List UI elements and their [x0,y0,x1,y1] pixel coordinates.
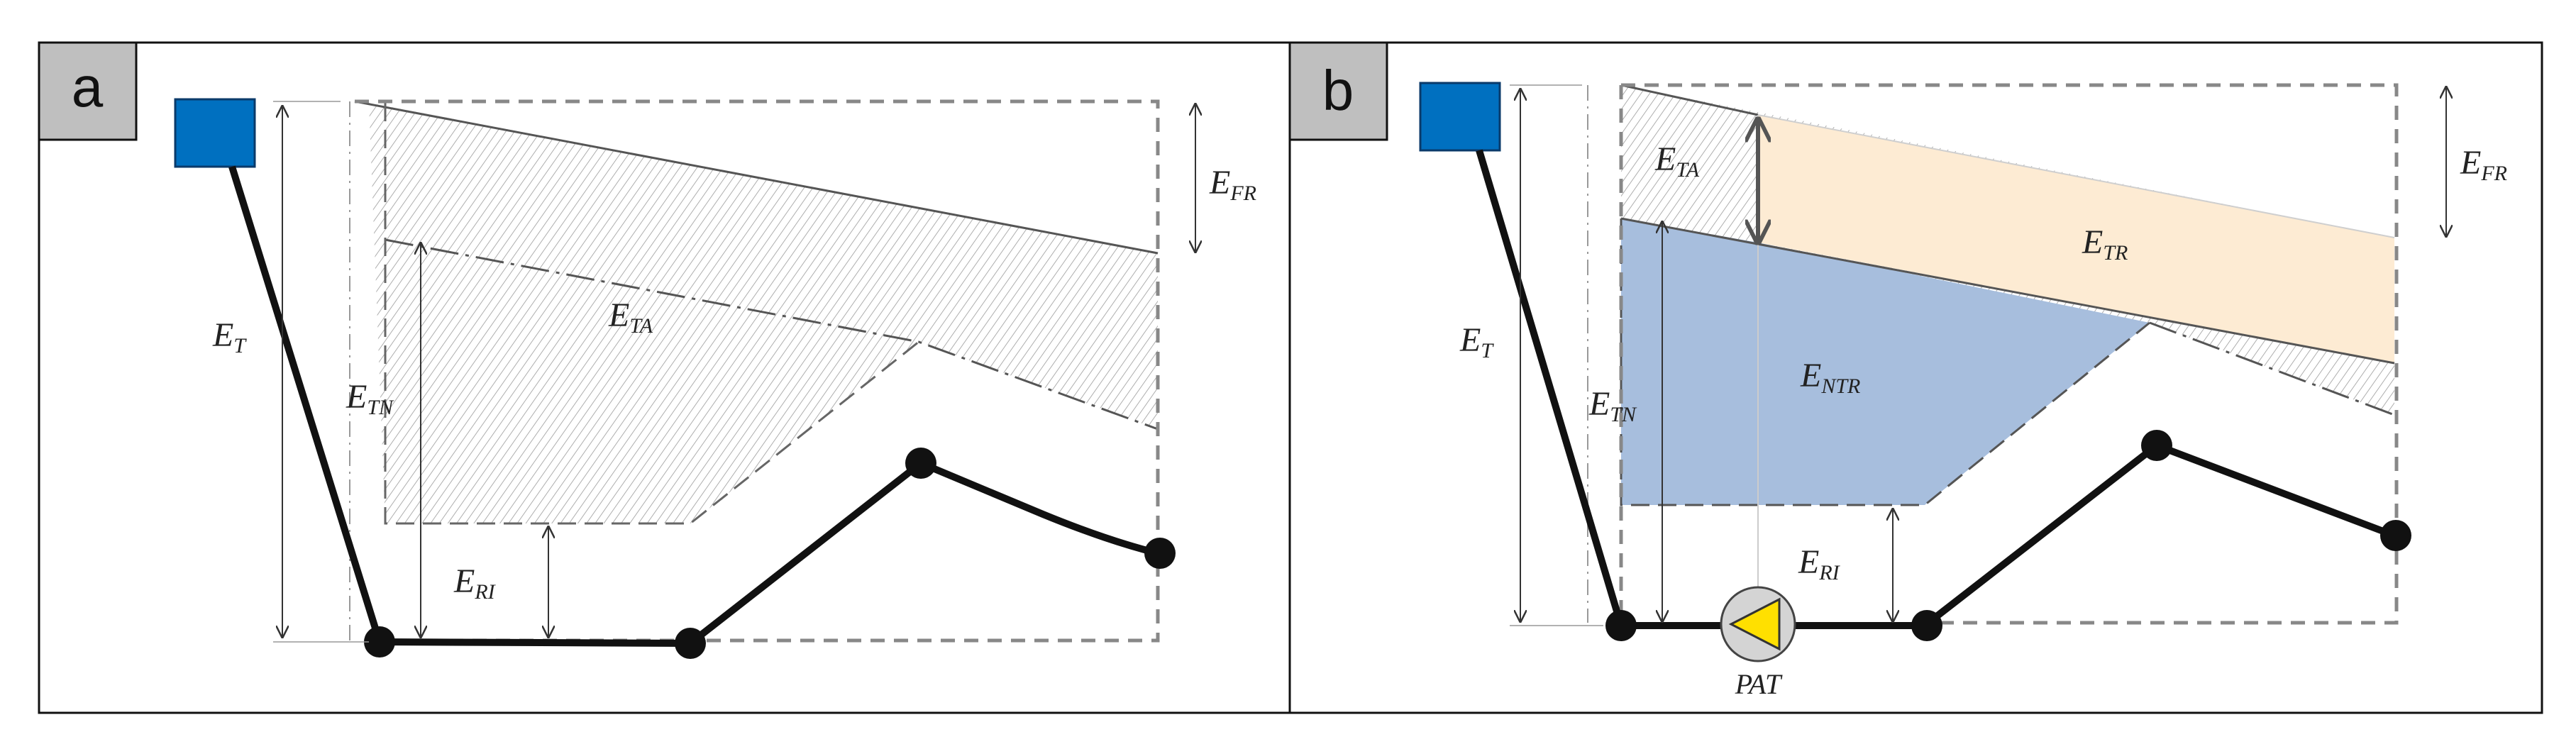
panel-b: b ET ETN ETA EFR ERI ETR ENTR PAT [1288,41,2543,714]
panel-a-pipe-profile-end [919,460,1159,557]
panel-b-label-eta: ETA [1654,140,1700,182]
panel-b-min-level-boundary [1620,218,2150,506]
panel-a-min-level-boundary [384,103,919,525]
panel-b-entr-area [1621,218,2150,505]
panel-a-node-4 [1144,538,1176,569]
panel-a-label-etn: ETN [346,378,394,419]
panel-a-min-energy-line [385,238,1159,431]
panel-b-node-1 [1605,610,1637,641]
panel-a-label-eri: ERI [453,562,497,604]
panel-a-reservoir [174,98,256,168]
panel-a-energy-line [354,100,1159,255]
panel-a-letter: a [72,55,104,118]
panel-a-label-efr: EFR [1209,164,1256,205]
panel-a-outer-dashed-box [355,99,1160,643]
panel-b-node-3 [2141,430,2172,461]
panel-b-letter-box [1288,41,1388,141]
panel-a: a ET ETN ETA EFR ERI [38,41,1291,714]
panel-b-energy-line [1620,84,1759,116]
panel-a-node-3 [905,448,936,479]
panel-a-label-et: ET [212,316,247,357]
panel-b-label-eri: ERI [1798,543,1841,584]
panel-b-label-etn: ETN [1588,385,1637,426]
panel-a-letter-box [38,41,138,141]
panel-b-node-4 [2380,520,2411,551]
panel-a-node-1 [364,626,395,658]
panel-b-label-entr: ENTR [1800,357,1860,398]
panel-b-label-efr: EFR [2460,144,2507,185]
panel-b-node-2 [1911,610,1942,641]
panel-b-letter: b [1322,59,1354,122]
panel-b-pat-label: PAT [1735,668,1783,700]
panel-b-reservoir [1419,82,1501,152]
panel-b-etr-area [1758,115,2394,363]
pat-triangle-icon [1728,597,1781,651]
panel-a-pipe-profile [228,165,924,647]
panel-b-pat [1720,586,1796,662]
panel-b-label-etr: ETR [2082,223,2128,265]
panel-b-label-et: ET [1459,321,1494,362]
panel-a-label-eta: ETA [608,296,653,338]
panel-a-node-2 [675,628,706,659]
